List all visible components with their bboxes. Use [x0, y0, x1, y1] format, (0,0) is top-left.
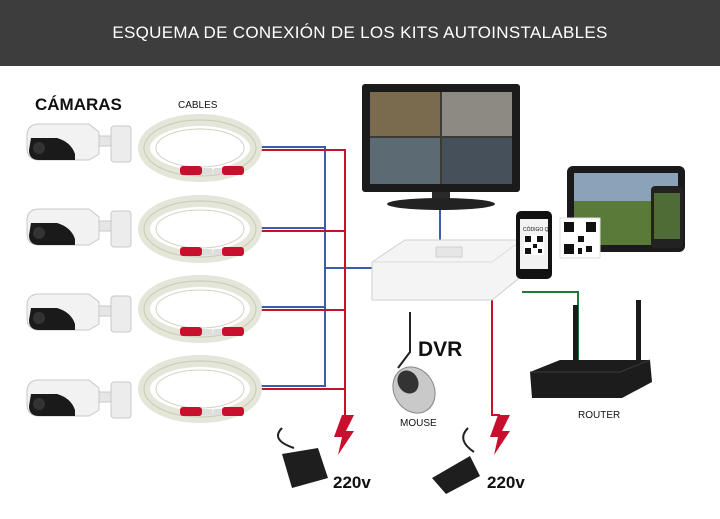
power-adapter-icon — [432, 427, 480, 494]
lightning-icon — [490, 415, 510, 455]
power-label: 220v — [487, 473, 525, 492]
coax-cable-icon — [144, 120, 256, 176]
camera-icon — [26, 123, 132, 163]
monitor-icon — [362, 84, 520, 210]
qr-code-icon — [559, 217, 601, 259]
coax-cable-icon — [144, 361, 256, 417]
mouse-label: MOUSE — [400, 418, 437, 429]
dvr-icon — [371, 239, 523, 301]
power-cables — [258, 149, 500, 420]
qr-code-icon — [524, 235, 544, 255]
router-label: ROUTER — [578, 410, 621, 421]
smartphone-icon — [651, 186, 683, 248]
network-cable — [522, 291, 579, 362]
page-title: ESQUEMA DE CONEXIÓN DE LOS KITS AUTOINST… — [112, 23, 608, 42]
power-label: 220v — [333, 473, 371, 492]
coax-cable-icon — [144, 281, 256, 337]
router-icon — [530, 300, 652, 398]
camera-icon — [26, 293, 132, 333]
qr-code-label: CÓDIGO QR — [523, 227, 553, 233]
dvr-label: DVR — [418, 338, 463, 361]
cameras-label: CÁMARAS — [35, 95, 122, 114]
camera-icon — [26, 379, 132, 419]
video-bus — [258, 146, 326, 387]
coax-cable-icon — [144, 201, 256, 257]
camera-icon — [26, 208, 132, 248]
cables-label: CABLES — [178, 100, 218, 111]
lightning-icon — [334, 415, 354, 455]
power-adapter-icon — [277, 427, 328, 488]
mouse-icon — [392, 312, 436, 414]
header-bar — [0, 0, 720, 66]
